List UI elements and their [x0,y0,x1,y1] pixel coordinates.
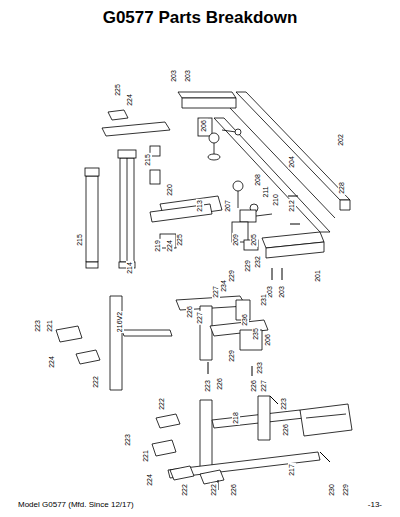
callout-number: 215 [144,153,152,167]
callout-number: 229 [342,483,350,497]
callout-number: 221 [142,449,150,463]
callout-number: 212 [288,199,296,213]
callout-number: 230 [328,483,336,497]
callout-number: 226 [230,483,238,497]
callout-number: 215 [76,233,84,247]
callout-number: 222 [158,397,166,411]
callout-number: 227 [212,285,220,299]
page-title: G0577 Parts Breakdown [0,8,400,28]
callout-number: 223 [280,397,288,411]
callout-number: 224 [166,239,174,253]
callout-number: 208 [254,173,262,187]
callout-number: 210 [272,193,280,207]
callout-number: 206 [200,119,208,133]
callout-number: 202 [337,133,345,147]
callout-number: 223 [204,379,212,393]
callout-number: 203 [170,69,178,83]
callout-number: 218 [232,411,240,425]
callout-number: 226 [282,423,290,437]
callout-number: 226 [250,379,258,393]
callout-number: 229 [228,349,236,363]
callout-number: 233 [256,361,264,375]
callout-number: 205 [250,233,258,247]
callout-number: 234 [220,279,228,293]
callout-number: 204 [288,155,296,169]
callout-number: 225 [114,83,122,97]
callout-number: 214 [126,261,134,275]
callout-number: 201 [314,269,322,283]
footer-text: Model G0577 (Mfd. Since 12/17) [18,500,134,509]
callout-number: 229 [244,259,252,273]
callout-number: 203 [278,285,286,299]
callout-number: 216V2 [116,311,124,333]
callout-number: 226 [186,305,194,319]
callout-number: 225 [176,233,184,247]
callout-number: 211 [262,185,270,198]
callout-number: 236 [241,313,249,327]
callout-number: 235 [252,327,260,341]
callout-number: 224 [126,93,134,107]
callout-number: 209 [232,233,240,247]
callout-number: 226 [216,377,224,391]
callout-number: 219 [154,239,162,253]
callout-number: 213 [196,199,204,213]
callout-number: 228 [338,181,346,195]
callout-number: 222 [181,483,189,497]
callout-number: 222 [92,375,100,389]
callout-number: 207 [224,199,232,213]
callout-number: 232 [254,255,262,269]
callout-number: 224 [48,355,56,369]
callout-number: 223 [124,433,132,447]
callout-number: 231 [260,293,268,307]
callout-number: 220 [166,183,174,197]
callout-number: 227 [260,379,268,393]
callout-number: 203 [184,69,192,83]
callout-number: 223 [34,319,42,333]
callout-number: 206 [264,333,272,347]
callout-number: 224 [146,473,154,487]
callout-number: 227 [196,311,204,325]
callout-number: 217 [288,463,296,477]
callout-number: 229 [228,269,236,283]
footer-text: -13- [368,500,382,509]
callout-number: 222 [210,483,218,497]
callout-number: 221 [46,319,54,333]
